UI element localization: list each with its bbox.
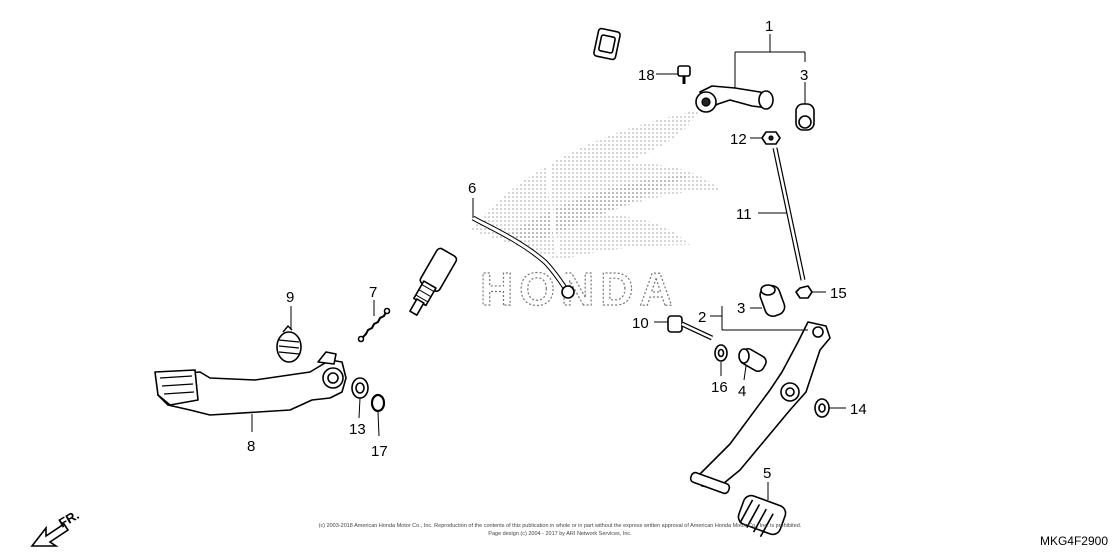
callout-10: 10: [632, 315, 649, 332]
callout-18: 18: [638, 67, 655, 84]
honda-wing-watermark: HONDA: [470, 110, 720, 316]
callout-9: 9: [286, 289, 294, 306]
part-8-brake-pedal[interactable]: [154, 351, 347, 416]
callout-3-lower: 3: [737, 300, 745, 317]
part-13-washer[interactable]: [351, 377, 369, 399]
callout-7: 7: [369, 284, 377, 301]
front-arrow-icon: [30, 522, 70, 547]
part-6-stop-switch-assembly[interactable]: [404, 27, 621, 319]
callouts: 1 3 18 12 11 15 3 2 10 16 4 14 5 6 7 9 8…: [247, 18, 867, 482]
part-16-washer[interactable]: [714, 344, 728, 362]
part-3-joint-upper[interactable]: [795, 103, 815, 131]
callout-6: 6: [468, 180, 476, 197]
copyright-notice: (c) 2003-2018 American Honda Motor Co., …: [319, 523, 802, 529]
callout-12: 12: [730, 131, 747, 148]
part-1-shift-arm[interactable]: [695, 85, 774, 113]
part-5-peg-rubber[interactable]: [736, 493, 788, 538]
diagram-code: MKG4F2900: [1040, 534, 1108, 548]
callout-16: 16: [711, 379, 728, 396]
part-4-collar[interactable]: [738, 347, 769, 374]
callout-14: 14: [850, 401, 867, 418]
part-10-bolt[interactable]: [667, 315, 714, 341]
callout-2: 2: [698, 309, 706, 326]
part-3-joint-lower[interactable]: [758, 283, 787, 318]
part-7-spring[interactable]: [357, 307, 391, 343]
callout-5: 5: [763, 465, 771, 482]
part-18-bolt[interactable]: [677, 65, 691, 84]
callout-11: 11: [736, 206, 752, 223]
callout-1: 1: [765, 18, 773, 35]
part-9-return-spring[interactable]: [276, 324, 302, 363]
callout-4: 4: [738, 383, 746, 400]
front-direction-indicator: FR.: [30, 507, 82, 547]
watermark-text: HONDA: [480, 263, 679, 315]
callout-17: 17: [371, 443, 388, 460]
part-12-nut[interactable]: [761, 131, 781, 145]
part-15-nut[interactable]: [795, 285, 813, 299]
callout-8: 8: [247, 438, 255, 455]
page-design-notice: Page design (c) 2004 - 2017 by ARI Netwo…: [488, 531, 632, 537]
callout-3-upper: 3: [800, 67, 808, 84]
callout-15: 15: [830, 285, 847, 302]
part-11-shift-rod[interactable]: [772, 147, 806, 281]
part-2-shift-pedal[interactable]: [689, 321, 831, 495]
part-17-clip[interactable]: [370, 393, 386, 413]
callout-13: 13: [349, 421, 366, 438]
leader-lines: [251, 34, 846, 500]
part-14-washer[interactable]: [814, 398, 830, 418]
